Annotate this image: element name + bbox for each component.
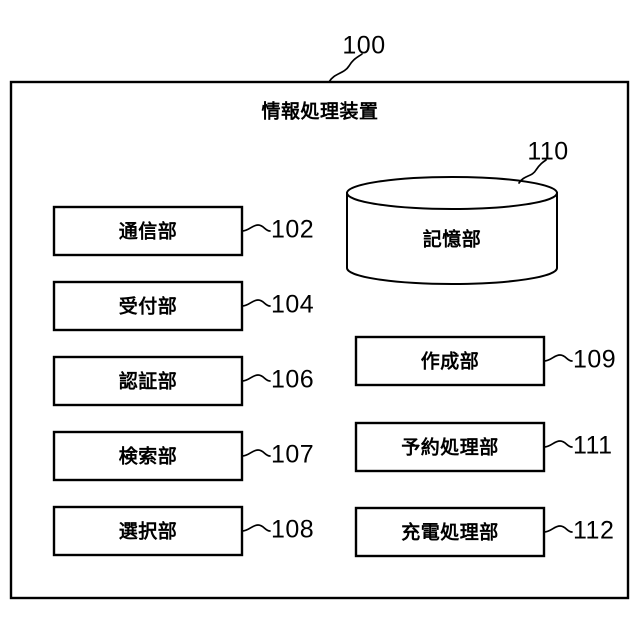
apparatus-frame — [9, 80, 630, 600]
unit-block-112[interactable]: 充電処理部 112 — [354, 506, 614, 558]
unit-block-108[interactable]: 選択部 108 — [52, 505, 314, 557]
unit-label-109: 作成部 — [421, 350, 480, 373]
leader-line-106 — [241, 374, 271, 382]
left-column-group: 通信部 102 受付部 104 認証部 106 検索部 107 — [52, 205, 314, 557]
leader-line-104 — [241, 299, 271, 307]
unit-box-111[interactable] — [354, 421, 546, 473]
leader-line-111 — [543, 440, 573, 448]
reference-number-102: 102 — [271, 216, 314, 244]
storage-cylinder: 記憶部 — [346, 176, 558, 285]
unit-box-108[interactable] — [52, 505, 244, 557]
unit-label-111: 予約処理部 — [401, 436, 499, 459]
page-title: 情報処理装置 — [261, 100, 378, 123]
reference-number-111: 111 — [573, 432, 613, 460]
reference-number-106: 106 — [271, 366, 314, 394]
unit-label-112: 充電処理部 — [401, 521, 499, 544]
reference-number-104: 104 — [271, 291, 314, 319]
cylinder-body — [346, 192, 558, 285]
unit-block-102[interactable]: 通信部 102 — [52, 205, 314, 257]
cylinder-top-ellipse — [346, 176, 558, 210]
unit-label-107: 検索部 — [119, 445, 178, 468]
reference-number-112: 112 — [573, 517, 614, 545]
unit-label-108: 選択部 — [119, 520, 178, 543]
leader-line-110 — [518, 159, 547, 184]
unit-block-107[interactable]: 検索部 107 — [52, 430, 314, 482]
storage-label: 記憶部 — [423, 228, 482, 251]
leader-line-109 — [543, 354, 573, 362]
leader-line-102 — [241, 224, 271, 232]
unit-box-112[interactable] — [354, 506, 546, 558]
unit-block-109[interactable]: 作成部 109 — [354, 335, 616, 387]
right-column-group: 作成部 109 予約処理部 111 充電処理部 112 — [354, 335, 616, 558]
reference-number-108: 108 — [271, 516, 314, 544]
unit-block-106[interactable]: 認証部 106 — [52, 355, 314, 407]
reference-number-100: 100 — [342, 32, 385, 60]
unit-block-104[interactable]: 受付部 104 — [52, 280, 314, 332]
unit-box-107[interactable] — [52, 430, 244, 482]
unit-box-102[interactable] — [52, 205, 244, 257]
leader-line-107 — [241, 449, 271, 457]
unit-label-104: 受付部 — [119, 295, 178, 318]
reference-number-107: 107 — [271, 441, 314, 469]
unit-label-106: 認証部 — [119, 370, 178, 393]
reference-number-110: 110 — [527, 138, 568, 166]
unit-box-109[interactable] — [354, 335, 546, 387]
unit-label-102: 通信部 — [119, 220, 178, 243]
reference-number-109: 109 — [573, 346, 616, 374]
leader-line-100 — [328, 53, 363, 83]
leader-line-108 — [241, 524, 271, 532]
unit-block-111[interactable]: 予約処理部 111 — [354, 421, 613, 473]
leader-line-112 — [543, 525, 573, 533]
